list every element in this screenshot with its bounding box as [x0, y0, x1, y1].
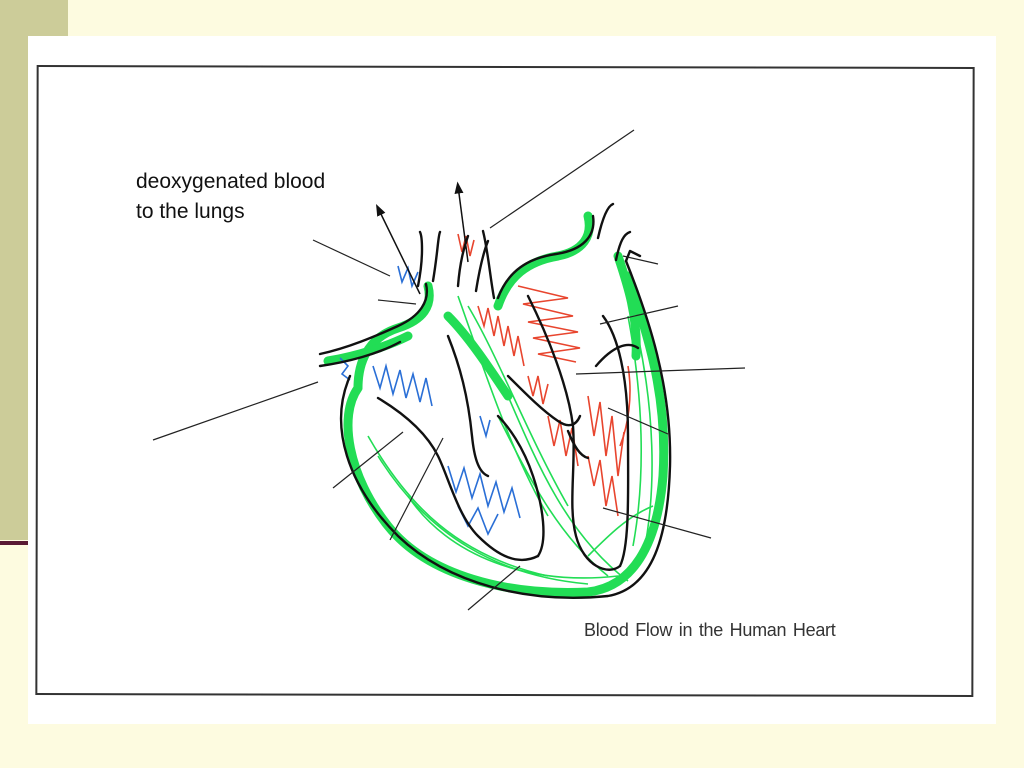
muscle-shading — [367, 295, 654, 585]
label-leader-lines — [152, 129, 746, 611]
heart-diagram — [152, 129, 746, 611]
figure-caption: Blood Flow in the Human Heart — [584, 620, 836, 640]
annotation-line-1: deoxygenated blood — [136, 170, 326, 193]
annotation-deoxygenated-blood: deoxygenated blood to the lungs — [136, 167, 325, 227]
oxygenated-blood-shading — [457, 233, 631, 517]
annotation-line-2: to the lungs — [136, 200, 245, 223]
arrow-up-icon — [376, 181, 469, 295]
heart-outline — [318, 202, 672, 599]
heart-muscle — [323, 211, 669, 597]
slide-accent-line — [0, 541, 30, 545]
figure-panel: deoxygenated blood to the lungs Blood Fl… — [28, 36, 996, 724]
